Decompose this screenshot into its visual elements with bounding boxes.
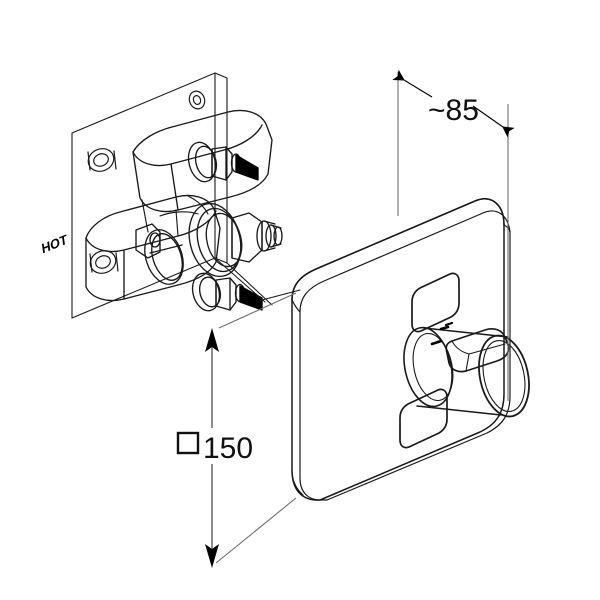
dim-face-arrow-bottom bbox=[205, 544, 219, 568]
trim-plate-left-edge bbox=[299, 311, 321, 501]
check-valve-lower-tip bbox=[239, 285, 263, 311]
dimension-face-size-label: 150 bbox=[203, 432, 253, 465]
trim-plate-top-edge bbox=[291, 198, 505, 301]
control-knob[interactable] bbox=[397, 323, 536, 421]
button-upper[interactable] bbox=[411, 272, 460, 333]
dim-face-ext-top bbox=[218, 292, 297, 329]
trim-plate-left-corner-hint bbox=[291, 469, 304, 496]
body-web bbox=[141, 195, 209, 237]
dim-face-square-symbol bbox=[176, 431, 200, 455]
dim-face-arrow-top bbox=[205, 328, 219, 352]
dim-face-ext-bottom bbox=[215, 497, 297, 564]
trim-plate-top-connect-l bbox=[291, 299, 301, 313]
dimension-depth-label: ~85 bbox=[428, 94, 479, 127]
check-valve-upper-tip bbox=[235, 154, 259, 181]
rough-in-body bbox=[71, 72, 301, 319]
trim-plate-right-edge bbox=[326, 231, 511, 501]
dim-depth-leader-right bbox=[472, 105, 515, 138]
fixing-bosses bbox=[87, 90, 206, 274]
valve-body-upper bbox=[132, 109, 273, 213]
trim-plate bbox=[291, 191, 536, 501]
thermostatic-cartridge bbox=[188, 202, 283, 278]
inlet-lug bbox=[135, 223, 161, 259]
dim-depth-leader-left bbox=[392, 69, 433, 98]
check-valve-upper bbox=[187, 141, 242, 183]
knob-lever[interactable] bbox=[445, 327, 510, 373]
button-lower[interactable] bbox=[399, 388, 448, 449]
hot-marking: HOT bbox=[41, 231, 69, 256]
trim-plate-outline bbox=[291, 198, 505, 501]
knob-index-marks bbox=[430, 321, 454, 346]
mounting-plate bbox=[71, 72, 228, 319]
dimension-face-size: 150 bbox=[174, 292, 297, 568]
hot-marking-text: HOT bbox=[41, 231, 69, 256]
trim-plate-front-face bbox=[298, 191, 524, 374]
dimension-depth: ~85 bbox=[392, 69, 515, 401]
trim-plate-top-edge-inner bbox=[299, 210, 511, 313]
